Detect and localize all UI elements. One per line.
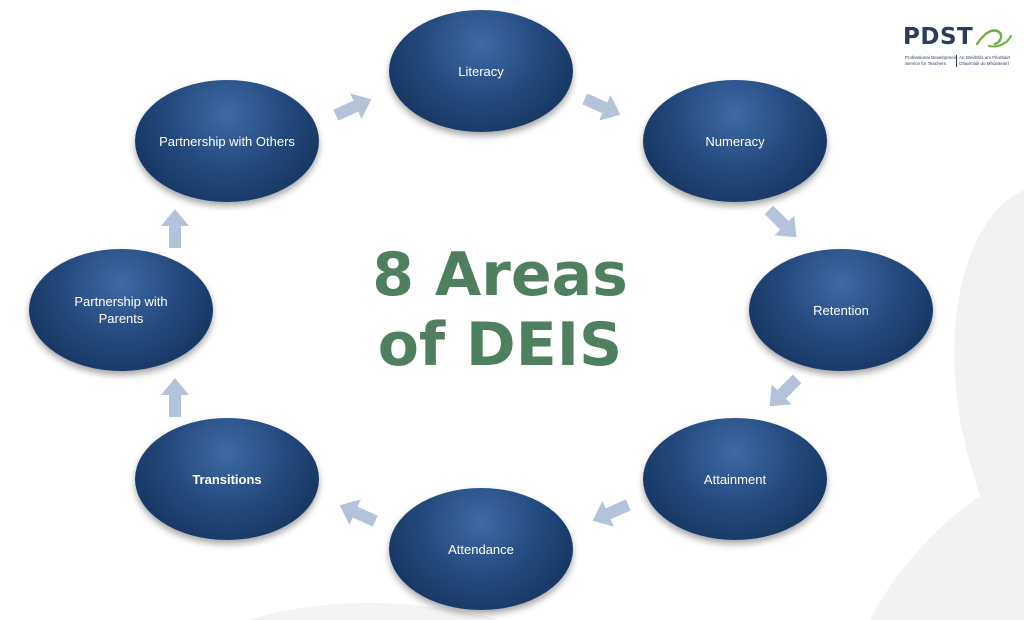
node-label: Partnership with Parents [74,294,168,326]
right-arrow-icon [769,374,802,407]
right-arrow-icon [161,209,189,248]
title-line-2: of DEIS [377,310,623,380]
right-arrow-icon [582,93,621,121]
right-arrow-icon [764,205,797,238]
node-label: Numeracy [705,133,765,149]
pdst-logo-icon [975,29,1012,48]
node-label: Transitions [192,471,262,487]
logo-divider [956,55,957,67]
node-label: Attendance [448,541,514,557]
node-label: Retention [813,302,869,318]
node-retention: Retention [749,249,933,371]
right-arrow-icon [161,378,189,417]
right-arrow-icon [333,93,372,121]
right-arrow-icon [592,499,631,527]
node-numeracy: Numeracy [643,80,827,202]
diagram-title: 8 Areas of DEIS [300,240,700,380]
node-partnership-others: Partnership with Others [135,80,319,202]
pdst-logo: PDST Professional Development Service fo… [903,24,1013,72]
logo-tagline-ga: An tSeirbhís um Fhorbairt Ghairmiúil do … [959,55,1011,66]
node-transitions: Transitions [135,418,319,540]
node-attendance: Attendance [389,488,573,610]
node-partnership-parents: Partnership with Parents [29,249,213,371]
node-literacy: Literacy [389,10,573,132]
node-label: Partnership with Others [159,133,295,149]
node-label: Attainment [703,471,767,487]
right-arrow-icon [339,499,378,527]
title-line-1: 8 Areas [372,240,628,310]
logo-wordmark: PDST [903,24,974,50]
node-label: Literacy [458,63,504,79]
node-attainment: Attainment [643,418,827,540]
logo-tagline-en: Professional Development Service for Tea… [905,55,958,66]
